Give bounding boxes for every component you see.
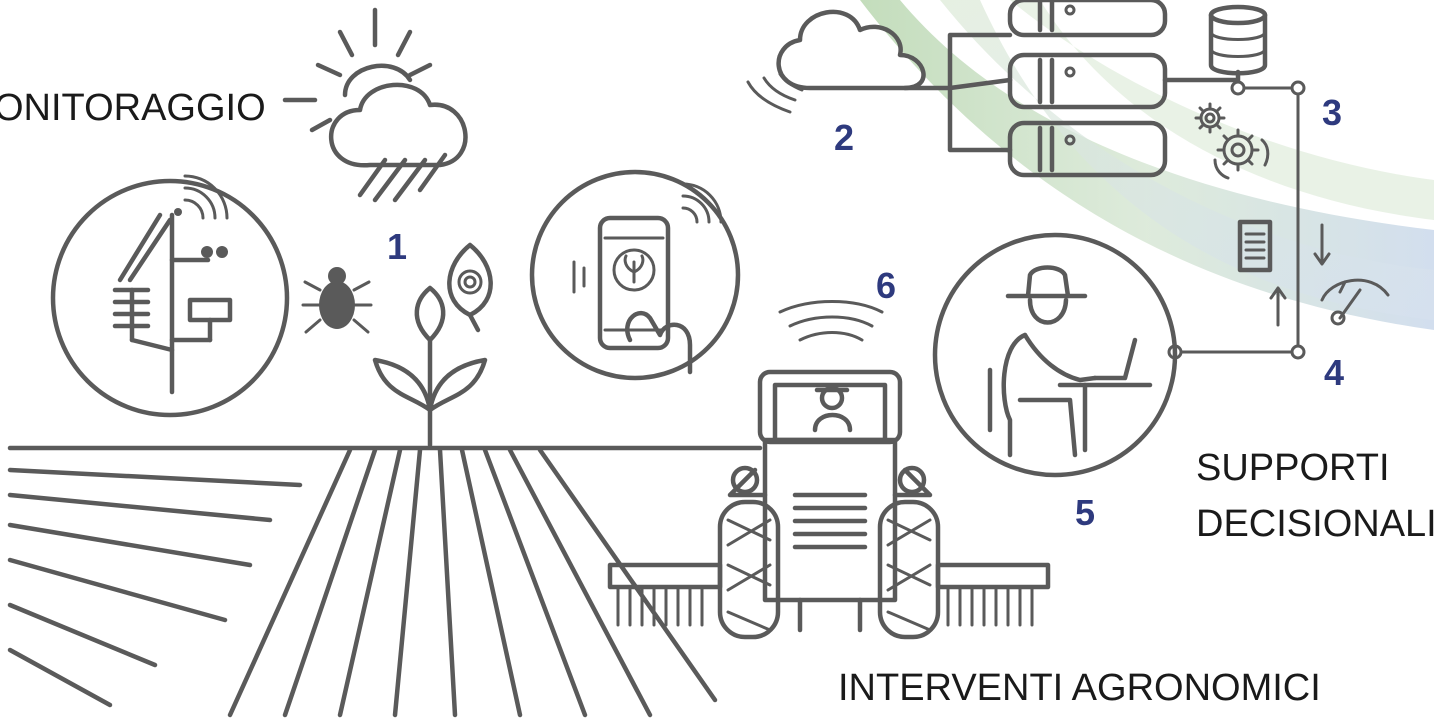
farmer-laptop-icon [932,232,1178,478]
plant-sprout-icon [372,285,488,448]
gears-icon [1194,102,1270,180]
document-icon [1237,219,1331,327]
weather-station-icon [50,174,290,418]
step-number-3: 3 [1322,92,1343,133]
field-rows-icon [7,445,763,718]
cloud-icon [746,9,953,114]
decision-support-caption-line1: SUPPORTI [1196,447,1390,489]
server-rack-icon [947,0,1238,178]
monitoring-caption: ONITORAGGIO [0,87,266,129]
step-number-1: 1 [387,226,408,267]
agronomic-interventions-caption: INTERVENTI AGRONOMICI [838,667,1321,709]
tractor-icon [607,300,1051,640]
step-number-2: 2 [834,117,855,158]
decision-support-caption: SUPPORTI DECISIONALI [1196,440,1434,552]
step-number-4: 4 [1324,352,1345,393]
weather-cloud-sun-rain-icon [282,7,468,203]
step-number-6: 6 [876,265,897,306]
connector-line [1167,80,1306,360]
step-number-5: 5 [1075,492,1096,533]
bug-icon [301,267,373,334]
gauge-icon [1320,278,1390,326]
database-icon [1208,4,1268,91]
smartphone-app-icon [529,169,741,381]
color-wave-background [860,0,1434,330]
leaf-disease-icon [447,242,493,333]
decision-support-caption-line2: DECISIONALI [1196,503,1434,545]
